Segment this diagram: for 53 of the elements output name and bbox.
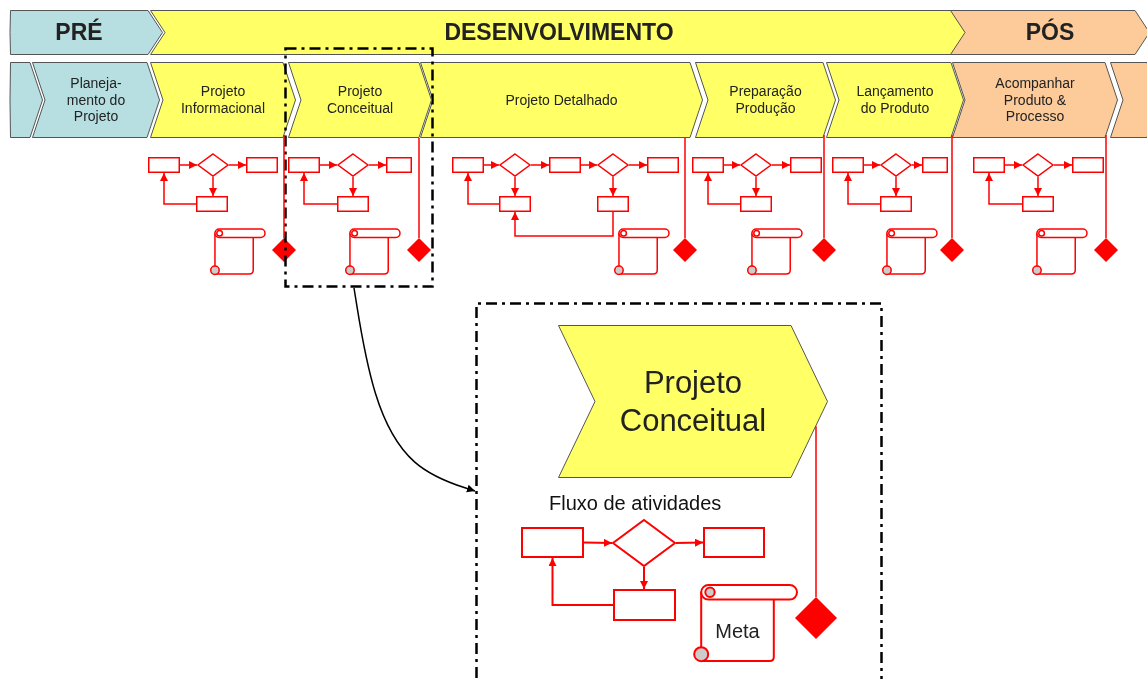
- flow-arrow: [179, 161, 198, 169]
- milestone-line: [418, 137, 420, 239]
- flow-arrow: [771, 161, 791, 169]
- flow-arrow: [464, 172, 500, 205]
- flow-arrow: [368, 161, 387, 169]
- step-label: Projeto Conceitual: [325, 83, 395, 117]
- flow-arrow: [300, 172, 338, 205]
- scroll-label: Meta: [715, 618, 760, 643]
- flow-arrow: [723, 161, 741, 169]
- flow-arrow: [1053, 161, 1073, 169]
- zoom-arrow: [353, 287, 476, 493]
- phase-label: PRÉ: [55, 18, 103, 47]
- step-label: Planeja- mento do Projeto: [65, 74, 127, 126]
- milestone-line: [815, 425, 817, 598]
- flow-arrow: [580, 161, 598, 169]
- step-label: Acompanhar Produto & Processo: [994, 74, 1076, 126]
- flow-arrow: [319, 161, 338, 169]
- flow-arrow: [548, 557, 614, 606]
- flow-arrow: [640, 566, 648, 590]
- flow-arrow: [985, 172, 1023, 205]
- milestone-line: [684, 137, 686, 239]
- flow-arrow: [349, 176, 357, 197]
- flow-arrow: [1004, 161, 1023, 169]
- flow-arrow: [160, 172, 197, 205]
- flow-arrow: [675, 538, 704, 547]
- flow-arrow: [209, 176, 217, 197]
- milestone-line: [283, 134, 285, 239]
- step-label: Projeto Informacional: [179, 83, 266, 117]
- flow-arrow: [628, 161, 648, 169]
- step-label: Preparação Produção: [728, 83, 803, 117]
- phase-label: DESENVOLVIMENTO: [444, 18, 674, 47]
- step-label: Projeto Conceitual: [618, 364, 768, 439]
- flow-arrow: [583, 538, 613, 547]
- flow-arrow: [704, 172, 741, 205]
- phase-label: PÓS: [1025, 18, 1075, 47]
- milestone-line: [1105, 134, 1107, 239]
- step-label: Projeto Detalhado: [505, 91, 618, 109]
- flow-title: Fluxo de atividades: [549, 492, 722, 515]
- flow-arrow: [530, 161, 550, 169]
- flow-arrow: [752, 176, 760, 197]
- flow-arrow: [892, 176, 900, 197]
- flow-arrow: [228, 161, 247, 169]
- milestone-line: [823, 134, 825, 239]
- flow-arrow: [844, 172, 881, 205]
- step-label: Lançamento do Produto: [855, 83, 935, 117]
- flow-arrow: [863, 161, 881, 169]
- flow-arrow: [511, 211, 614, 237]
- flow-arrow: [483, 161, 500, 169]
- milestone-line: [951, 134, 953, 239]
- flow-arrow: [609, 176, 617, 197]
- flow-arrow: [1034, 176, 1042, 197]
- flow-arrow: [511, 176, 519, 197]
- flow-arrow: [911, 161, 923, 169]
